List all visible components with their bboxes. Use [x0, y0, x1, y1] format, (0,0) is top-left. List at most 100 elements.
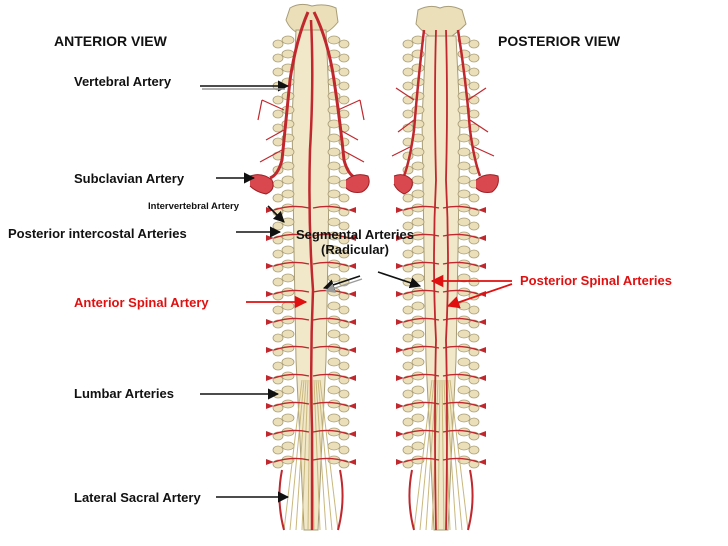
vertebral-segment: [327, 357, 341, 367]
vertebral-segment: [338, 333, 350, 343]
segmental-artery-stub: [478, 347, 486, 353]
vertebral-segment: [411, 301, 425, 311]
anterior-view-title: ANTERIOR VIEW: [54, 33, 167, 49]
segmental-artery-branch: [273, 457, 310, 463]
segmental-artery-stub: [348, 235, 356, 241]
segmental-artery-stub: [396, 431, 404, 437]
vertebral-segment: [457, 301, 471, 311]
segmental-artery-branch: [273, 261, 310, 267]
vertebral-segment: [457, 49, 471, 59]
vertebral-segment: [272, 39, 284, 49]
segmental-artery-branch: [312, 261, 349, 267]
vertebral-segment: [402, 67, 414, 77]
posterior-sacral-left: [408, 469, 415, 531]
vertebral-segment: [338, 67, 350, 77]
segmental-artery-branch: [273, 205, 310, 211]
segmental-artery-branch: [403, 261, 440, 267]
segmental-artery-stub: [348, 291, 356, 297]
segmental-artery-stub: [348, 403, 356, 409]
vertebral-segment: [468, 109, 480, 119]
segmental-artery-stub: [396, 263, 404, 269]
vertebral-segment: [402, 221, 414, 231]
vertebral-segment: [457, 329, 471, 339]
vertebral-segment: [272, 109, 284, 119]
vertebral-segment: [457, 189, 471, 199]
vertebral-segment: [457, 147, 471, 157]
vertebral-segment: [272, 123, 284, 133]
posterior-cervical-branches: [391, 87, 495, 157]
vertebral-segment: [272, 193, 284, 203]
segmental-artery-stub: [266, 263, 274, 269]
segmental-artery-stub: [396, 291, 404, 297]
segmental-artery-stub: [348, 347, 356, 353]
posterior-spine-illustration: [391, 5, 499, 531]
vertebral-segment: [327, 175, 341, 185]
vertebral-segment: [468, 95, 480, 105]
vertebral-segment: [411, 273, 425, 283]
posterior-subclavian-right: [475, 174, 499, 193]
vertebral-segment: [338, 95, 350, 105]
segmental-artery-stub: [266, 375, 274, 381]
vertebral-segment: [281, 357, 295, 367]
vertebral-segment: [411, 63, 425, 73]
anterior-skull-base: [285, 3, 339, 35]
vertebral-segment: [411, 189, 425, 199]
vertebral-segment: [327, 413, 341, 423]
segmental-artery-branch: [442, 261, 479, 267]
segmental-artery-branch: [312, 233, 349, 239]
vertebral-segment: [457, 413, 471, 423]
vertebral-segment: [468, 445, 480, 455]
segmental-artery-branch: [442, 205, 479, 211]
vertebral-segment: [468, 53, 480, 63]
vertebral-segment: [327, 329, 341, 339]
vertebral-segment: [327, 441, 341, 451]
vertebral-segment: [402, 53, 414, 63]
vertebral-segment: [338, 81, 350, 91]
vertebral-segment: [272, 249, 284, 259]
label-segmental-arteries-line2: (Radicular): [321, 242, 389, 257]
vertebral-segment: [272, 361, 284, 371]
segmental-artery-branch: [403, 429, 440, 435]
segmental-artery-stub: [266, 235, 274, 241]
vertebral-segment: [457, 161, 471, 171]
vertebral-segment: [411, 329, 425, 339]
arrow-intervertebral-artery: [267, 205, 285, 223]
segmental-artery-branch: [273, 401, 310, 407]
segmental-artery-branch: [403, 233, 440, 239]
segmental-artery-stub: [396, 235, 404, 241]
vertebral-segment: [281, 119, 295, 129]
vertebral-segment: [402, 333, 414, 343]
segmental-artery-branch: [403, 373, 440, 379]
segmental-artery-stub: [396, 459, 404, 465]
label-segmental-arteries-line1: Segmental Arteries: [295, 227, 414, 242]
segmental-artery-stub: [266, 459, 274, 465]
vertebral-segment: [457, 441, 471, 451]
segmental-artery-branch: [312, 401, 349, 407]
vertebral-segment: [468, 67, 480, 77]
vertebral-segment: [281, 189, 295, 199]
vertebral-segment: [272, 445, 284, 455]
vertebral-segment: [281, 441, 295, 451]
segmental-artery-branch: [403, 457, 440, 463]
segmental-artery-branch: [273, 373, 310, 379]
vertebral-segment: [327, 133, 341, 143]
vertebral-segment: [281, 413, 295, 423]
posterior-cord: [421, 35, 461, 531]
vertebral-segment: [402, 417, 414, 427]
vertebral-segment: [338, 249, 350, 259]
vertebral-segment: [411, 385, 425, 395]
segmental-artery-stub: [266, 403, 274, 409]
vertebral-segment: [457, 245, 471, 255]
vertebral-artery-left: [269, 11, 310, 180]
vertebral-segment: [411, 357, 425, 367]
segmental-artery-stub: [348, 263, 356, 269]
posterior-vertebral-right: [456, 29, 482, 177]
vertebral-segment: [402, 95, 414, 105]
vertebral-segment: [338, 361, 350, 371]
vertebral-segment: [411, 245, 425, 255]
segmental-artery-stub: [266, 319, 274, 325]
vertebral-segment: [468, 333, 480, 343]
segmental-artery-branch: [442, 373, 479, 379]
vertebral-segment: [327, 301, 341, 311]
